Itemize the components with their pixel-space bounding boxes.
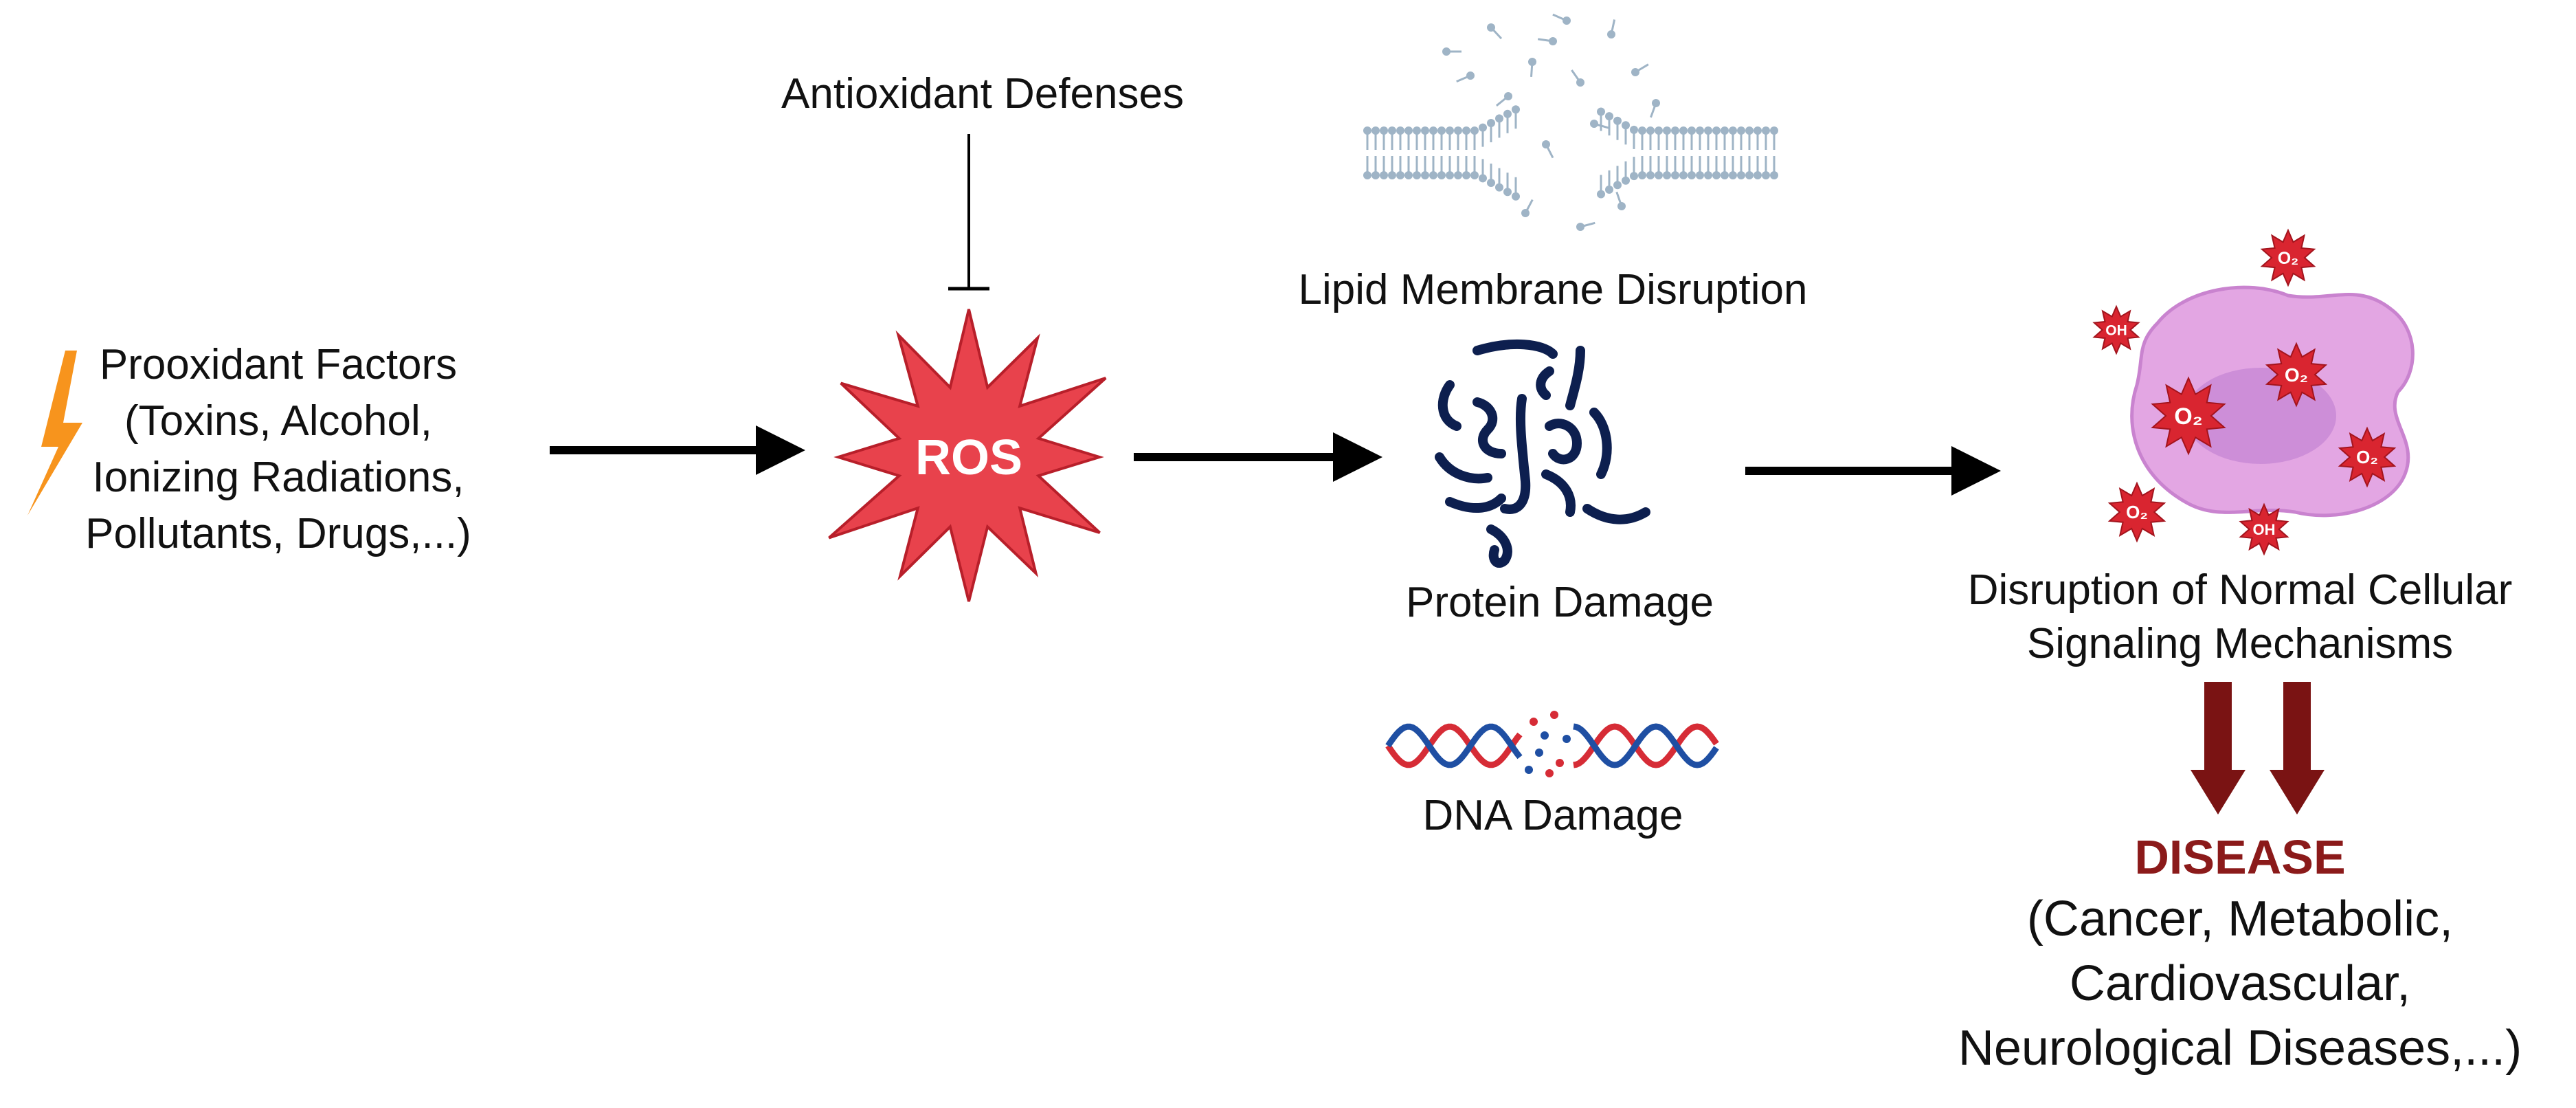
radical-icons: O₂ O₂ O₂ O₂ O₂ OH OH bbox=[2092, 228, 2397, 556]
lipid-membrane-label: Lipid Membrane Disruption bbox=[1298, 266, 1808, 313]
disease-line-3: Neurological Diseases,...) bbox=[1958, 1021, 2522, 1076]
cell-illustration bbox=[2130, 285, 2415, 518]
prooxidant-line-4: Pollutants, Drugs,...) bbox=[85, 510, 471, 557]
dna-damage-label: DNA Damage bbox=[1422, 792, 1683, 839]
ros-label: ROS bbox=[915, 430, 1022, 485]
prooxidant-factors-label: Prooxidant Factors (Toxins, Alcohol, Ion… bbox=[79, 337, 478, 562]
protein-damage-illustration bbox=[1435, 340, 1650, 568]
lipid-membrane-illustration bbox=[1363, 13, 1778, 231]
signaling-line-2: Signaling Mechanisms bbox=[2026, 620, 2454, 667]
disease-line-2: Cardiovascular, bbox=[2069, 956, 2411, 1011]
prooxidant-line-1: Prooxidant Factors bbox=[99, 341, 458, 388]
prooxidant-line-3: Ionizing Radiations, bbox=[92, 454, 464, 501]
radical-label: OH bbox=[2253, 521, 2276, 538]
dna-damage-illustration bbox=[1385, 711, 1719, 777]
disease-arrows bbox=[2191, 682, 2325, 815]
inhibition-bar bbox=[948, 134, 989, 291]
radical-label: O₂ bbox=[2356, 447, 2378, 467]
disease-line-1: (Cancer, Metabolic, bbox=[2026, 891, 2454, 946]
radical-label: O₂ bbox=[2285, 364, 2308, 386]
lightning-icon bbox=[27, 351, 82, 516]
radical-label: O₂ bbox=[2174, 403, 2203, 430]
radical-label: O₂ bbox=[2278, 249, 2299, 268]
ros-burst: ROS bbox=[828, 309, 1107, 602]
radical-label: OH bbox=[2105, 322, 2127, 338]
antioxidant-defenses-label: Antioxidant Defenses bbox=[781, 70, 1184, 118]
disease-list: (Cancer, Metabolic, Cardiovascular, Neur… bbox=[1910, 887, 2570, 1081]
radical-label: O₂ bbox=[2126, 502, 2148, 522]
protein-damage-label: Protein Damage bbox=[1405, 579, 1714, 626]
signaling-line-1: Disruption of Normal Cellular bbox=[1967, 566, 2513, 614]
prooxidant-line-2: (Toxins, Alcohol, bbox=[124, 397, 432, 445]
signaling-disruption-label: Disruption of Normal Cellular Signaling … bbox=[1917, 564, 2563, 671]
disease-title: DISEASE bbox=[2134, 830, 2346, 884]
